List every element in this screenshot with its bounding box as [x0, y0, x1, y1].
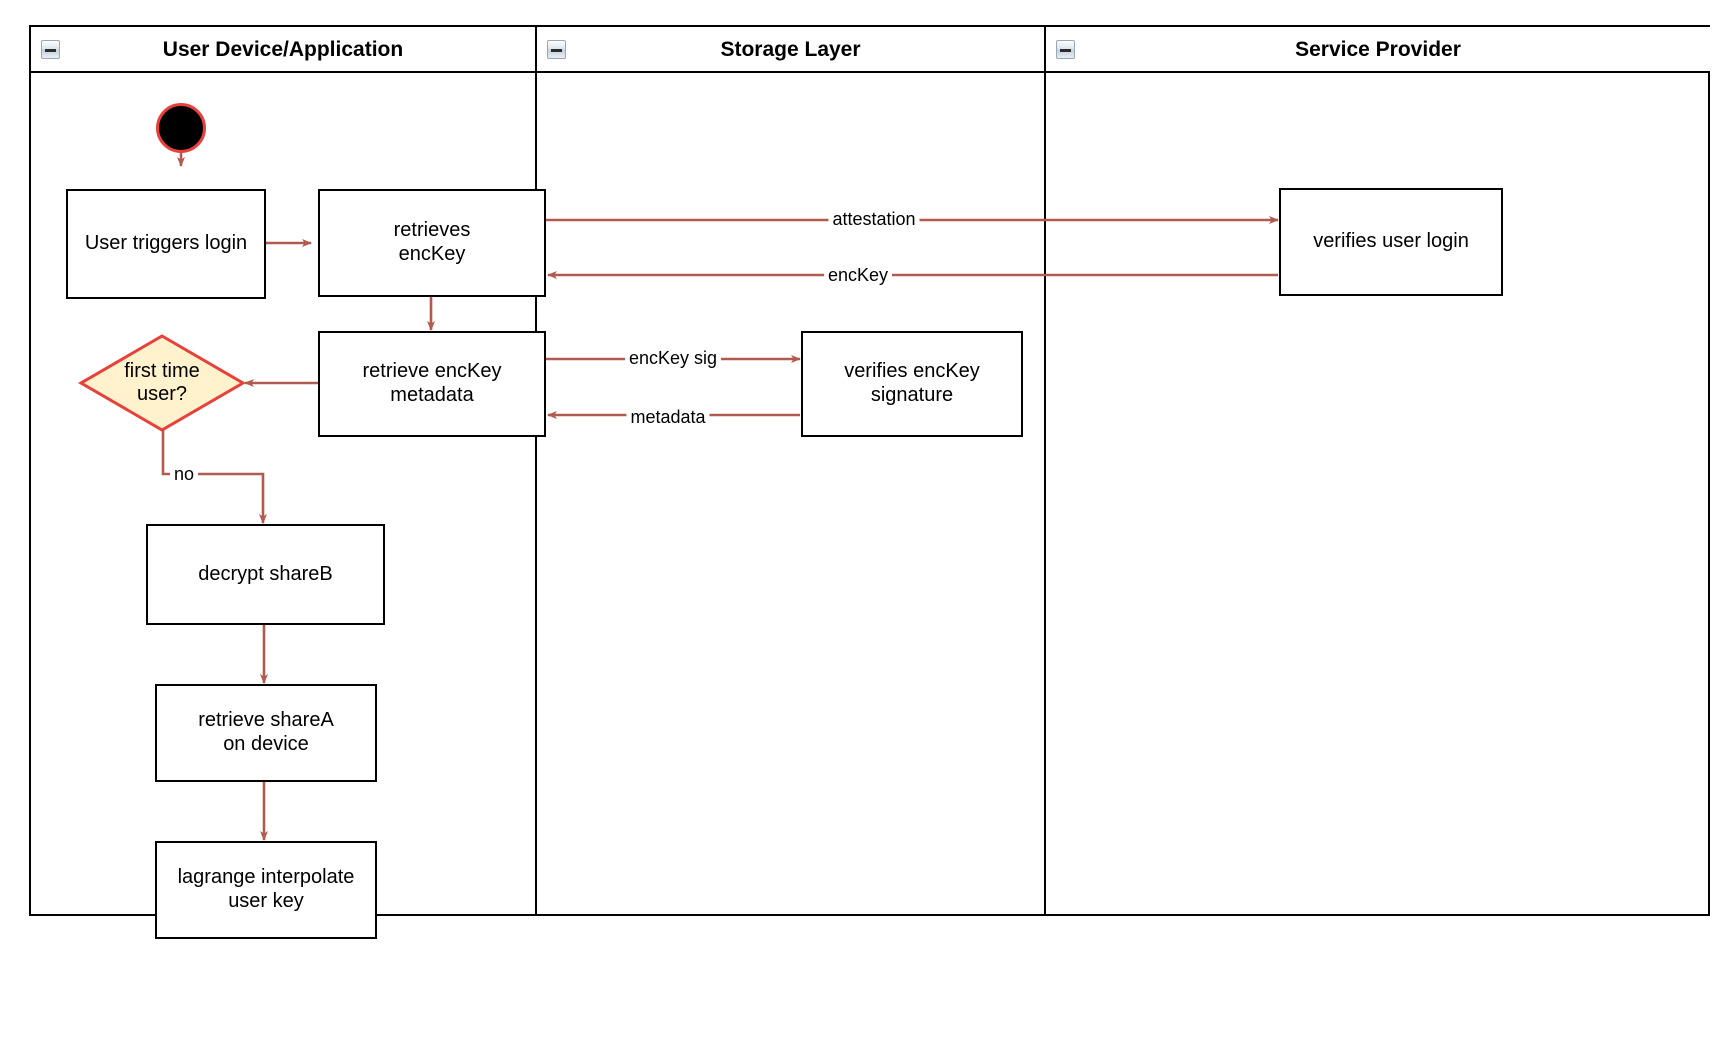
collapse-minus-icon[interactable] [1056, 40, 1075, 59]
node-retrieves-enckey[interactable]: retrieves encKey [318, 189, 546, 297]
edge-label-attestation: attestation [828, 209, 920, 230]
lane-title-user-device: User Device/Application [162, 38, 404, 61]
node-user-triggers-login[interactable]: User triggers login [66, 189, 266, 299]
edge-label-enckey: encKey [823, 265, 893, 286]
lane-header-storage[interactable]: Storage Layer [537, 27, 1044, 73]
edge-label-enckey-sig: encKey sig [624, 348, 722, 369]
collapse-minus-icon[interactable] [547, 40, 566, 59]
node-verifies-user-login[interactable]: verifies user login [1279, 188, 1503, 296]
edge-label-no: no [169, 464, 199, 485]
node-retrieve-enckey-metadata[interactable]: retrieve encKey metadata [318, 331, 546, 437]
start-node[interactable] [156, 103, 206, 153]
node-decrypt-shareb[interactable]: decrypt shareB [146, 524, 385, 625]
lane-title-service-provider: Service Provider [1295, 38, 1461, 61]
lane-divider-2 [1044, 27, 1046, 914]
collapse-minus-icon[interactable] [41, 40, 60, 59]
swimlane-pool: User Device/Application Storage Layer Se… [29, 25, 1710, 916]
lane-header-service-provider[interactable]: Service Provider [1046, 27, 1710, 73]
node-retrieve-sharea-on-device[interactable]: retrieve shareA on device [155, 684, 377, 782]
node-lagrange-interpolate-user-key[interactable]: lagrange interpolate user key [155, 841, 377, 939]
lane-divider-1 [535, 27, 537, 914]
edge-label-metadata: metadata [626, 407, 710, 428]
lane-header-user-device[interactable]: User Device/Application [31, 27, 535, 73]
node-verifies-enckey-signature[interactable]: verifies encKey signature [801, 331, 1023, 437]
decision-label: first time user? [124, 360, 200, 405]
node-first-time-user-decision[interactable]: first time user? [78, 333, 246, 433]
decision-diamond-shape [78, 334, 246, 432]
lane-title-storage: Storage Layer [720, 38, 861, 61]
